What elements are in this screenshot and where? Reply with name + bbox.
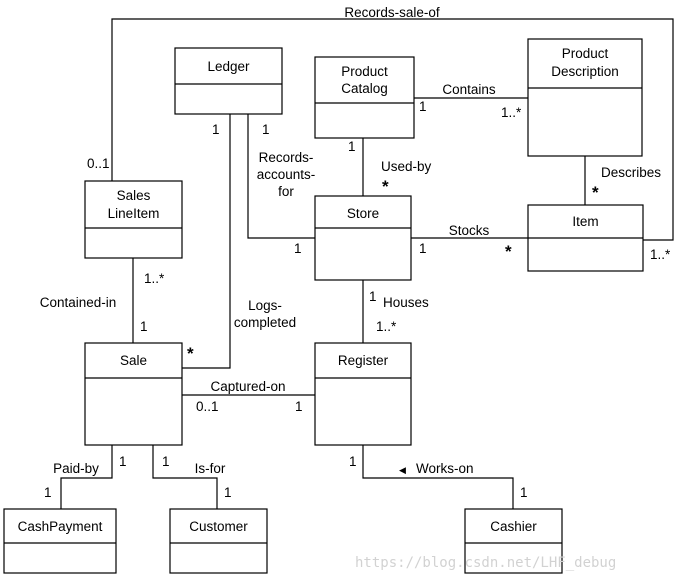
sales-lineitem-title-line2: LineItem	[108, 206, 160, 221]
records-sale-of-line	[111, 18, 674, 241]
mult-store-records: 1	[294, 241, 302, 256]
paid-by-label: Paid-by	[53, 461, 99, 476]
class-cashpayment: CashPayment	[3, 508, 117, 574]
mult-sale-contained-in: 1	[140, 319, 148, 334]
register-title: Register	[338, 353, 389, 368]
class-sales-lineitem: Sales LineItem	[84, 180, 183, 259]
mult-store-houses: 1	[369, 289, 377, 304]
mult-lineitem-contained-in: 1..*	[144, 271, 165, 286]
mult-store-used-by: *	[382, 177, 389, 196]
is-for-label: Is-for	[195, 461, 226, 476]
works-on-label: Works-on	[416, 461, 474, 476]
captured-on-label: Captured-on	[210, 379, 285, 394]
class-register: Register	[314, 342, 412, 446]
mult-sale-is-for: 1	[162, 454, 170, 469]
mult-register-captured-on: 1	[295, 399, 303, 414]
product-description-box	[527, 38, 643, 157]
watermark-text: https://blog.csdn.net/LHF_debug	[355, 555, 616, 571]
mult-sale-logs: *	[187, 344, 194, 363]
mult-sale-captured-on: 0..1	[196, 399, 219, 414]
logs-completed-label-line1: Logs-	[248, 298, 282, 313]
register-box	[314, 342, 412, 446]
sales-lineitem-title-line1: Sales	[117, 188, 151, 203]
mult-catalog-contains: 1	[419, 99, 427, 114]
describes-label: Describes	[601, 165, 661, 180]
class-product-catalog: Product Catalog	[314, 56, 415, 139]
contains-label: Contains	[442, 82, 496, 97]
mult-ledger-logs: 1	[212, 122, 220, 137]
mult-ledger-records: 1	[262, 122, 270, 137]
mult-register-works-on: 1	[349, 454, 357, 469]
cashier-title: Cashier	[490, 519, 537, 534]
records-sale-of-label: Records-sale-of	[344, 5, 440, 20]
sale-title: Sale	[120, 353, 147, 368]
records-accounts-for-label-line1: Records-	[259, 150, 314, 165]
records-accounts-for-label-line2: accounts-	[257, 167, 316, 182]
product-description-title-line1: Product	[562, 46, 609, 61]
cashpayment-box	[3, 508, 117, 574]
stocks-label: Stocks	[449, 223, 490, 238]
mult-item-stocks: *	[505, 242, 512, 261]
paid-by-line	[60, 445, 113, 509]
item-title: Item	[572, 214, 598, 229]
class-customer: Customer	[169, 508, 268, 574]
mult-store-stocks: 1	[419, 241, 427, 256]
class-sale: Sale	[84, 342, 183, 446]
mult-cashpayment-paid-by: 1	[44, 485, 52, 500]
product-catalog-box	[314, 56, 415, 139]
product-catalog-title-line1: Product	[341, 64, 388, 79]
mult-description-describes: *	[592, 183, 599, 202]
mult-item-records-sale-of: 1..*	[650, 247, 671, 262]
mult-cashier-works-on: 1	[520, 485, 528, 500]
used-by-label: Used-by	[381, 159, 432, 174]
class-store: Store	[314, 195, 412, 281]
houses-label: Houses	[383, 295, 429, 310]
sales-lineitem-box	[84, 180, 183, 259]
mult-description-contains: 1..*	[501, 105, 522, 120]
is-for-line	[152, 445, 218, 509]
cashier-box	[464, 508, 563, 574]
class-cashier: Cashier	[464, 508, 563, 574]
logs-completed-label-line2: completed	[234, 315, 296, 330]
mult-lineitem-records-sale-of: 0..1	[87, 156, 110, 171]
ledger-box	[174, 47, 283, 115]
multiplicities: 0..1 1..* 1 1..* 1 1 1 * * 1 1 * 1..* 1 …	[44, 99, 671, 500]
works-on-line	[362, 445, 514, 509]
cashpayment-title: CashPayment	[18, 519, 103, 534]
association-labels: Records-sale-of Contains Records- accoun…	[40, 5, 662, 476]
logs-completed-line	[182, 114, 231, 369]
mult-customer-is-for: 1	[224, 485, 232, 500]
sale-box	[84, 342, 183, 446]
class-ledger: Ledger	[174, 47, 283, 115]
contained-in-label: Contained-in	[40, 295, 117, 310]
direction-arrow-icon: ◀	[399, 465, 406, 475]
association-lines	[60, 18, 674, 509]
mult-register-houses: 1..*	[376, 319, 397, 334]
mult-sale-paid-by: 1	[119, 454, 127, 469]
store-box	[314, 195, 412, 281]
mult-catalog-used-by: 1	[348, 139, 356, 154]
records-accounts-for-line	[247, 114, 315, 239]
product-description-title-line2: Description	[551, 64, 619, 79]
product-catalog-title-line2: Catalog	[341, 81, 388, 96]
store-title: Store	[347, 206, 379, 221]
class-product-description: Product Description	[527, 38, 643, 157]
customer-title: Customer	[189, 519, 248, 534]
class-item: Item	[527, 204, 644, 272]
ledger-title: Ledger	[207, 59, 250, 74]
customer-box	[169, 508, 268, 574]
records-accounts-for-label-line3: for	[278, 184, 294, 199]
